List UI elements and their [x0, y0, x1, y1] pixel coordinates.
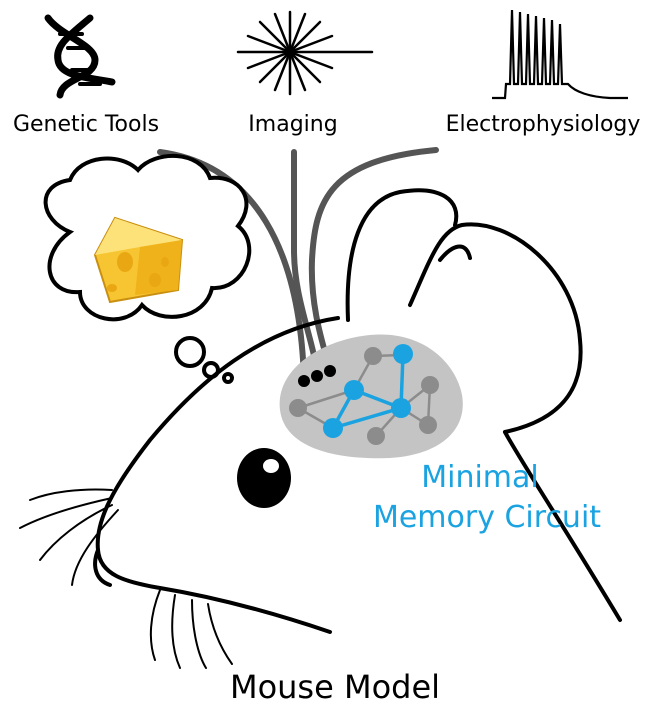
label-circuit-line2: Memory Circuit	[352, 500, 622, 535]
label-electrophysiology: Electrophysiology	[436, 112, 650, 137]
mouse-eye	[237, 448, 291, 508]
label-imaging: Imaging	[238, 112, 348, 137]
laser-burst-icon	[238, 12, 372, 94]
label-circuit-line1: Minimal	[390, 460, 570, 495]
dna-icon	[48, 18, 112, 95]
label-genetic-tools: Genetic Tools	[6, 112, 166, 137]
spike-trace-icon	[492, 10, 628, 98]
label-mouse-model: Mouse Model	[200, 668, 470, 706]
